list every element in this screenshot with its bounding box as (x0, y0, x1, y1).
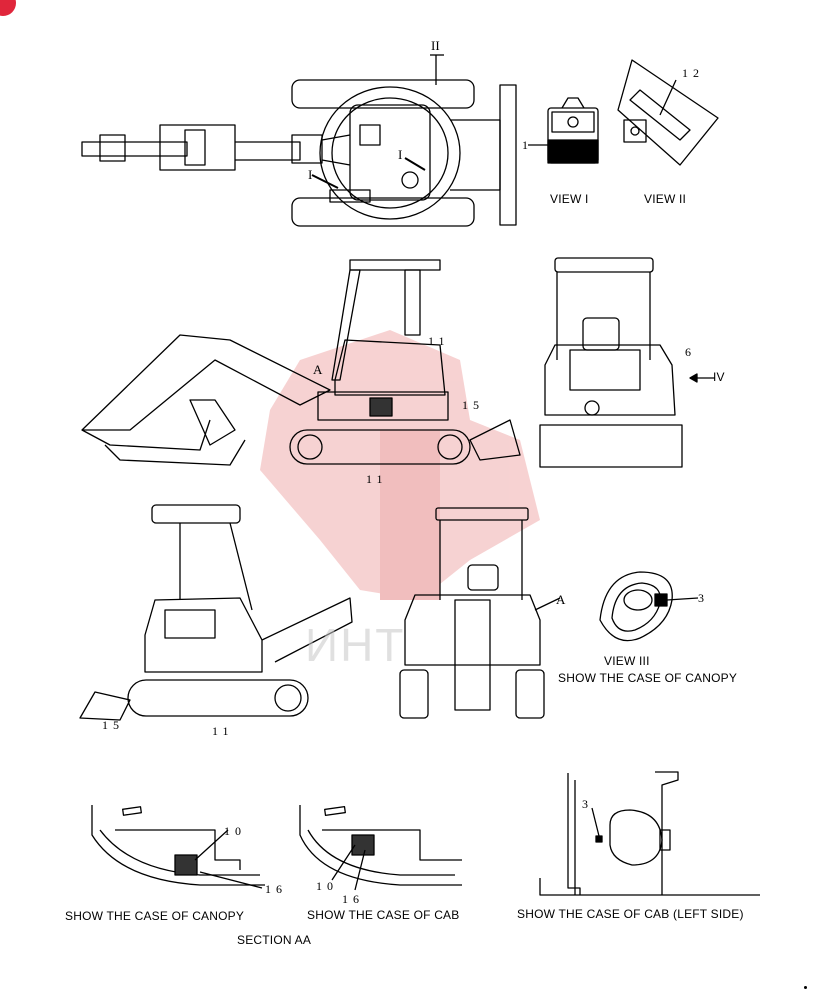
rear-view (539, 257, 715, 468)
part-number-16-cab: 16 (342, 892, 364, 906)
side-view (81, 259, 521, 466)
front-view (399, 507, 561, 719)
caption-cab-section: SHOW THE CASE OF CAB (307, 908, 460, 922)
watermark-logo (260, 330, 540, 600)
view-2-detail (617, 59, 719, 166)
part-number-1: 1 (522, 138, 533, 152)
watermark-text: ИНТ (305, 619, 406, 671)
part-number-15-front: 15 (102, 718, 124, 732)
part-number-15-blade: 15 (462, 398, 484, 412)
section-canopy (91, 805, 265, 889)
view-1-detail (528, 97, 599, 164)
part-number-10-canopy: 10 (224, 824, 246, 838)
part-number-16-canopy: 16 (265, 882, 287, 896)
part-number-11-track: 11 (366, 472, 388, 486)
part-number-11-front: 11 (212, 724, 234, 738)
view-3-label: VIEW III (604, 654, 650, 668)
caption-canopy-main: SHOW THE CASE OF CANOPY (558, 671, 738, 685)
corner-dot (804, 986, 807, 989)
marker-A-front: A (556, 592, 566, 607)
part-number-3-view3: 3 (698, 591, 709, 605)
part-number-6: 6 (685, 345, 696, 359)
caption-section-aa: SECTION AA (237, 933, 312, 947)
section-cab (299, 805, 462, 891)
part-number-10-cab: 10 (316, 879, 338, 893)
view-3-detail (599, 571, 699, 642)
view-2-label: VIEW II (644, 192, 687, 206)
front-left-view (79, 504, 353, 721)
marker-A-side: A (313, 362, 323, 377)
caption-cab-left-side: SHOW THE CASE OF CAB (LEFT SIDE) (517, 907, 744, 921)
part-number-12: 12 (682, 66, 704, 80)
marker-II: II (431, 38, 440, 53)
cab-left-side (539, 771, 760, 896)
view-1-label: VIEW I (550, 192, 589, 206)
marker-I-b: I (398, 147, 403, 162)
top-view (81, 54, 517, 227)
view-4-arrow-label: IV (713, 370, 725, 384)
part-number-3-cab-left: 3 (582, 797, 593, 811)
corner-badge (0, 0, 16, 16)
caption-canopy-section: SHOW THE CASE OF CANOPY (65, 909, 245, 923)
marker-I-a: I (308, 167, 313, 182)
part-number-11-cab: 11 (428, 334, 450, 348)
